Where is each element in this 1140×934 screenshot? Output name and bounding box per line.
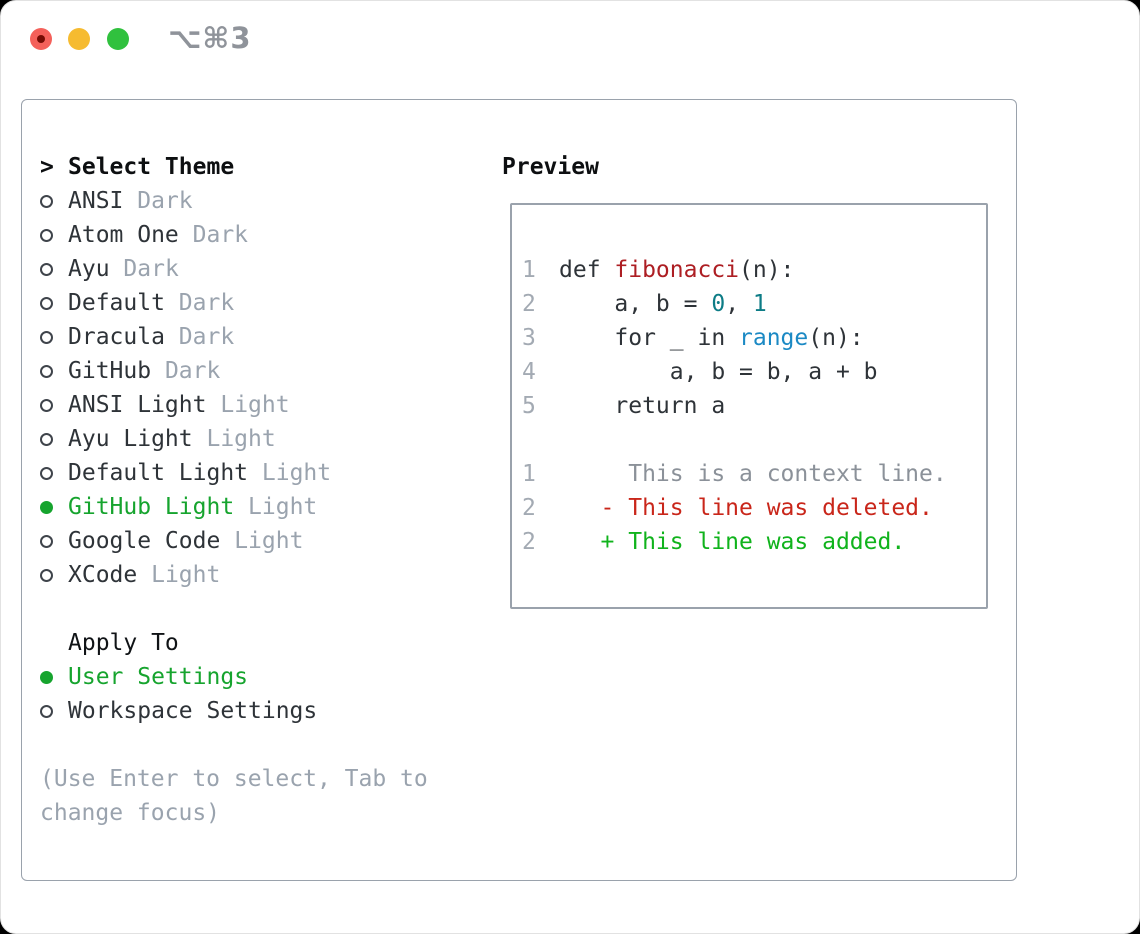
radio-unselected-icon xyxy=(40,432,53,446)
radio-selected-icon xyxy=(40,500,53,514)
theme-option-xcode[interactable]: XCode Light xyxy=(40,558,490,592)
diff-context-line: 1 This is a context line. xyxy=(522,461,947,487)
code-line: 4 a, b = b, a + b xyxy=(522,359,878,385)
preview-title: Preview xyxy=(502,154,599,180)
radio-unselected-icon xyxy=(40,364,53,378)
code-line: 2 a, b = 0, 1 xyxy=(522,287,986,321)
code-line: 5 return a xyxy=(522,393,726,419)
radio-unselected-icon xyxy=(40,296,53,310)
window-shortcut-label: ⌥⌘3 xyxy=(168,21,252,55)
blank-line xyxy=(522,423,986,457)
radio-unselected-icon xyxy=(40,330,53,344)
theme-option-ansi-dark[interactable]: ANSI Dark xyxy=(40,184,490,218)
builtin-token: range xyxy=(739,325,809,351)
radio-unselected-icon xyxy=(40,262,53,276)
theme-option-ayu-dark[interactable]: Ayu Dark xyxy=(40,252,490,286)
number-literal-token: 0 xyxy=(711,291,726,317)
theme-list-header: > Select Theme xyxy=(40,150,490,184)
apply-option-user-settings[interactable]: User Settings xyxy=(40,660,490,694)
theme-option-default-dark[interactable]: Default Dark xyxy=(40,286,490,320)
theme-list: > Select Theme ANSI Dark Atom One Dark A… xyxy=(40,150,490,830)
function-name-token: fibonacci xyxy=(614,257,740,283)
theme-option-atom-one-dark[interactable]: Atom One Dark xyxy=(40,218,490,252)
radio-unselected-icon xyxy=(40,194,53,208)
close-button-icon[interactable] xyxy=(30,28,52,50)
zoom-button-icon[interactable] xyxy=(107,28,129,50)
diff-added-line: 2 + This line was added. xyxy=(522,529,906,555)
radio-unselected-icon xyxy=(40,704,53,718)
theme-option-github-light[interactable]: GitHub Light Light xyxy=(40,490,490,524)
theme-option-ayu-light[interactable]: Ayu Light Light xyxy=(40,422,490,456)
code-line: 3 for _ in range(n): xyxy=(522,321,986,355)
theme-option-google-code[interactable]: Google Code Light xyxy=(40,524,490,558)
minimize-button-icon[interactable] xyxy=(68,28,90,50)
theme-list-title: Select Theme xyxy=(68,154,235,180)
radio-unselected-icon xyxy=(40,466,53,480)
radio-unselected-icon xyxy=(40,398,53,412)
radio-unselected-icon xyxy=(40,228,53,242)
radio-selected-icon xyxy=(40,670,53,684)
apply-option-workspace-settings[interactable]: Workspace Settings xyxy=(40,694,490,728)
theme-option-github-dark[interactable]: GitHub Dark xyxy=(40,354,490,388)
theme-option-ansi-light[interactable]: ANSI Light Light xyxy=(40,388,490,422)
theme-option-default-light[interactable]: Default Light Light xyxy=(40,456,490,490)
number-literal-token: 1 xyxy=(752,291,767,317)
theme-option-dracula-dark[interactable]: Dracula Dark xyxy=(40,320,490,354)
apply-to-header: Apply To xyxy=(68,630,179,656)
diff-deleted-line: 2 - This line was deleted. xyxy=(522,495,933,521)
prompt-icon: > xyxy=(40,154,54,180)
theme-selector-panel: > Select Theme ANSI Dark Atom One Dark A… xyxy=(21,99,1017,881)
radio-unselected-icon xyxy=(40,534,53,548)
keyboard-hint: (Use Enter to select, Tab to change focu… xyxy=(40,766,428,826)
title-bar: ⌥⌘3 xyxy=(1,1,1139,77)
radio-unselected-icon xyxy=(40,568,53,582)
